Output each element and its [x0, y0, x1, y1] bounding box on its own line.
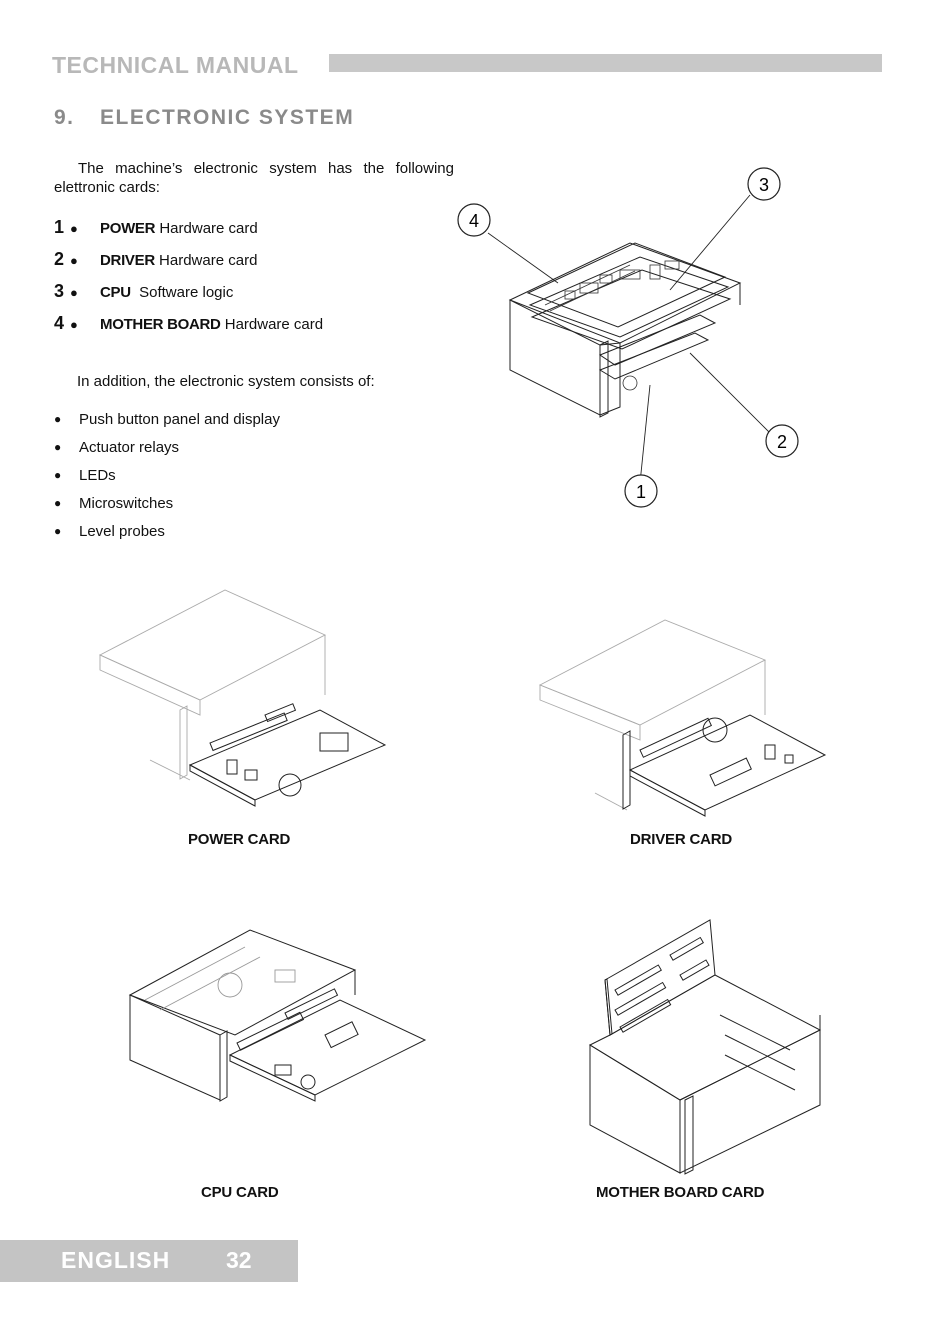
card-desc: Hardware card [159, 252, 258, 269]
card-number: 2 [54, 249, 65, 269]
card-number: 4 [54, 313, 65, 333]
card-desc: Hardware card [159, 220, 258, 237]
addition-text: In addition, the electronic system consi… [77, 373, 375, 390]
bullet-dot-icon: ● [70, 253, 78, 268]
cpu-card-illustration [128, 929, 427, 1102]
power-card-caption: POWER CARD [188, 831, 291, 848]
power-card-illustration [98, 589, 387, 807]
bullet-dot-icon: ● [70, 221, 78, 236]
card-name: MOTHER BOARD [100, 316, 221, 333]
card-number: 3 [54, 281, 65, 301]
card-desc: Hardware card [224, 316, 324, 333]
bullet-dot-icon: ● [54, 496, 62, 510]
mother-board-card-caption: MOTHER BOARD CARD [596, 1184, 765, 1201]
mother-board-card-illustration [588, 919, 822, 1175]
svg-text:3: 3 [759, 175, 769, 195]
bullet-dot-icon: ● [54, 412, 62, 426]
svg-text:2: 2 [777, 432, 787, 452]
page-number: 32 [226, 1247, 252, 1273]
callout-4: 4 [457, 203, 491, 237]
header-title: TECHNICAL MANUAL [52, 52, 299, 78]
card-name: POWER [100, 220, 156, 237]
cpu-card-caption: CPU CARD [201, 1184, 279, 1201]
svg-text:4: 4 [469, 211, 479, 231]
callout-3: 3 [747, 167, 781, 201]
section-title: 9. ELECTRONIC SYSTEM [54, 106, 354, 130]
footer-bar [0, 1240, 298, 1282]
bullet-dot-icon: ● [54, 524, 62, 538]
callout-2: 2 [765, 424, 799, 458]
bullet-dot-icon: ● [70, 317, 78, 332]
section-title-text: ELECTRONIC SYSTEM [100, 106, 355, 129]
electronic-assembly-figure: 4 3 2 1 [457, 167, 799, 508]
svg-text:1: 1 [636, 482, 646, 502]
bullet-dot-icon: ● [54, 440, 62, 454]
bullet-dot-icon: ● [70, 285, 78, 300]
driver-card-caption: DRIVER CARD [630, 831, 732, 848]
footer-language: ENGLISH [61, 1247, 171, 1273]
card-name: DRIVER [100, 252, 155, 269]
card-name: CPU [100, 284, 131, 301]
card-number: 1 [54, 217, 65, 237]
callout-1: 1 [624, 474, 658, 508]
intro-paragraph: The machine’s electronic system has the … [54, 160, 454, 196]
bullet-dot-icon: ● [54, 468, 62, 482]
driver-card-illustration [538, 619, 827, 817]
header-bar [329, 54, 882, 72]
card-desc: Software logic [139, 284, 234, 301]
section-number: 9. [54, 106, 75, 129]
